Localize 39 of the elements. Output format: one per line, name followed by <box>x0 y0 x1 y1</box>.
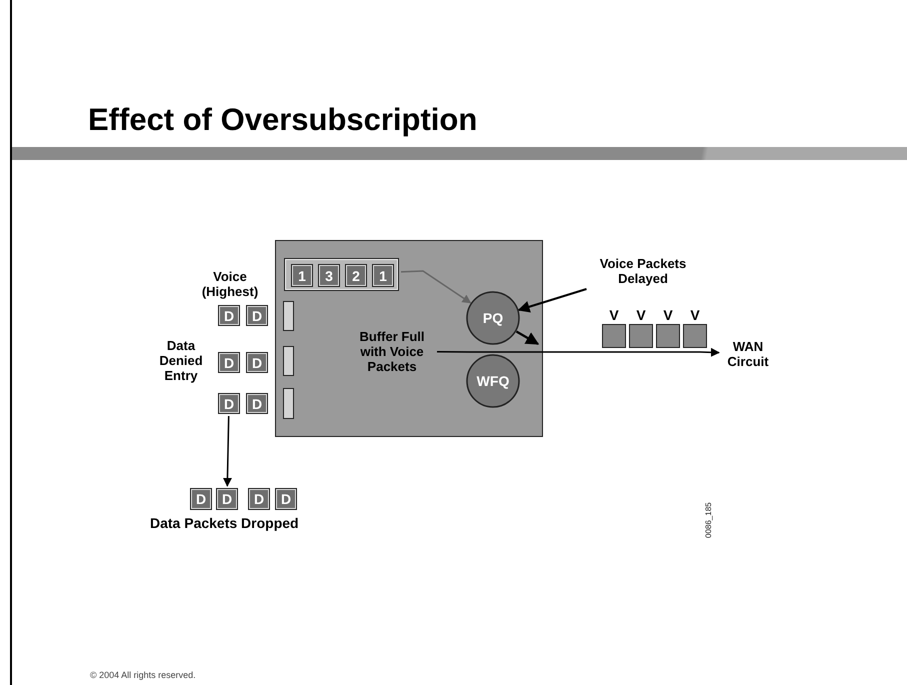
packet-box: D <box>218 305 240 326</box>
caption-text: Data Packets Dropped <box>150 516 300 533</box>
queue-slot <box>283 301 294 331</box>
arrow <box>518 288 587 313</box>
packet-box: D <box>246 393 268 414</box>
callout-text: Data Denied Entry <box>158 338 204 385</box>
router-panel <box>275 240 543 437</box>
packet-box: D <box>190 488 212 510</box>
callout-text: Buffer Full with Voice Packets <box>349 329 435 374</box>
packet-box: 3 <box>318 264 340 287</box>
queue-slot <box>283 346 294 376</box>
pointer-arrow <box>516 330 540 345</box>
packet-label: V <box>608 308 620 322</box>
slide-title: Effect of Oversubscription <box>88 102 478 138</box>
arrow <box>437 348 720 357</box>
copyright-text: © 2004 All rights reserved. <box>90 670 197 682</box>
packet-box: D <box>218 352 240 373</box>
packet-box: D <box>246 352 268 373</box>
arrow <box>222 416 232 487</box>
callout-text: Voice (Highest) <box>200 269 260 301</box>
packet-label: V <box>635 308 647 322</box>
queue-circle: PQ <box>466 291 520 345</box>
packet-label: V <box>662 308 674 322</box>
queue-circle: WFQ <box>466 354 520 408</box>
packet-box: 1 <box>372 264 394 287</box>
packet-box: D <box>248 488 270 510</box>
callout-text: Voice Packets Delayed <box>584 256 702 287</box>
packet-box: D <box>218 393 240 414</box>
queue-slot <box>283 388 294 419</box>
arrow <box>400 270 472 304</box>
packet-box: D <box>216 488 238 510</box>
packet-box: D <box>275 488 297 510</box>
packet-box: 2 <box>345 264 367 287</box>
callout-text: WAN Circuit <box>721 339 775 368</box>
packet-label: V <box>689 308 701 322</box>
packet-box: D <box>246 305 268 326</box>
figure-code: 0086_185 <box>704 501 714 540</box>
queue-box <box>284 258 399 291</box>
packet-box: 1 <box>291 264 313 287</box>
